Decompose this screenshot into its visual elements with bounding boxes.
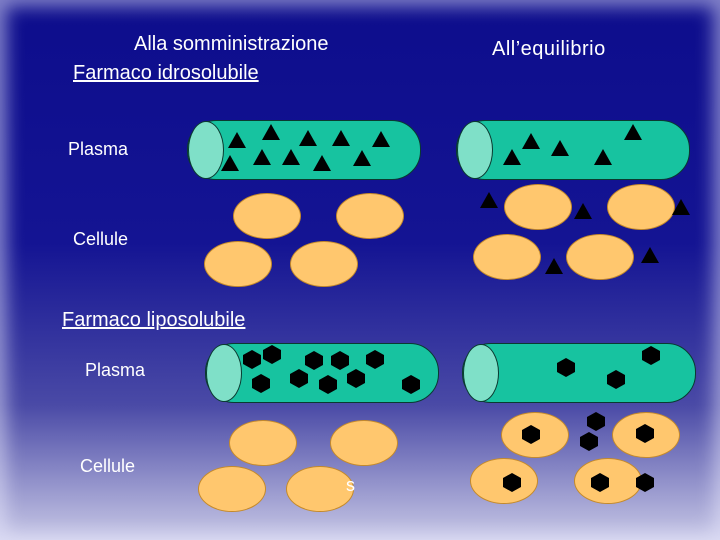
triangle-icon: [574, 203, 592, 219]
hexagon-icon: [366, 350, 384, 369]
hexagon-icon: [591, 473, 609, 492]
hexagon-icon: [587, 412, 605, 431]
triangle-icon: [353, 150, 371, 166]
hexagon-icon: [636, 473, 654, 492]
triangle-icon: [282, 149, 300, 165]
hexagon-icon: [522, 425, 540, 444]
triangle-icon: [672, 199, 690, 215]
hexagon-icon: [252, 374, 270, 393]
triangle-icon: [503, 149, 521, 165]
hexagon-icon: [347, 369, 365, 388]
hexagon-icon: [636, 424, 654, 443]
triangle-icon: [299, 130, 317, 146]
triangle-icon: [594, 149, 612, 165]
hexagon-icon: [402, 375, 420, 394]
triangle-icon: [313, 155, 331, 171]
triangle-icon: [545, 258, 563, 274]
hexagon-icon: [305, 351, 323, 370]
hexagon-icon: [331, 351, 349, 370]
hexagon-icon: [503, 473, 521, 492]
triangle-icon: [641, 247, 659, 263]
triangle-icon: [262, 124, 280, 140]
hexagon-icon: [557, 358, 575, 377]
triangle-icon: [332, 130, 350, 146]
hexagon-icon: [580, 432, 598, 451]
triangle-icon: [522, 133, 540, 149]
hexagon-icon: [263, 345, 281, 364]
triangle-icon: [221, 155, 239, 171]
triangle-icon: [228, 132, 246, 148]
triangle-icon: [372, 131, 390, 147]
triangle-icon: [624, 124, 642, 140]
triangle-icon: [253, 149, 271, 165]
hexagon-icon: [607, 370, 625, 389]
hexagon-icon: [642, 346, 660, 365]
hexagon-icon: [319, 375, 337, 394]
triangle-icon: [551, 140, 569, 156]
hexagon-icon: [243, 350, 261, 369]
triangle-icon: [480, 192, 498, 208]
hexagon-icon: [290, 369, 308, 388]
